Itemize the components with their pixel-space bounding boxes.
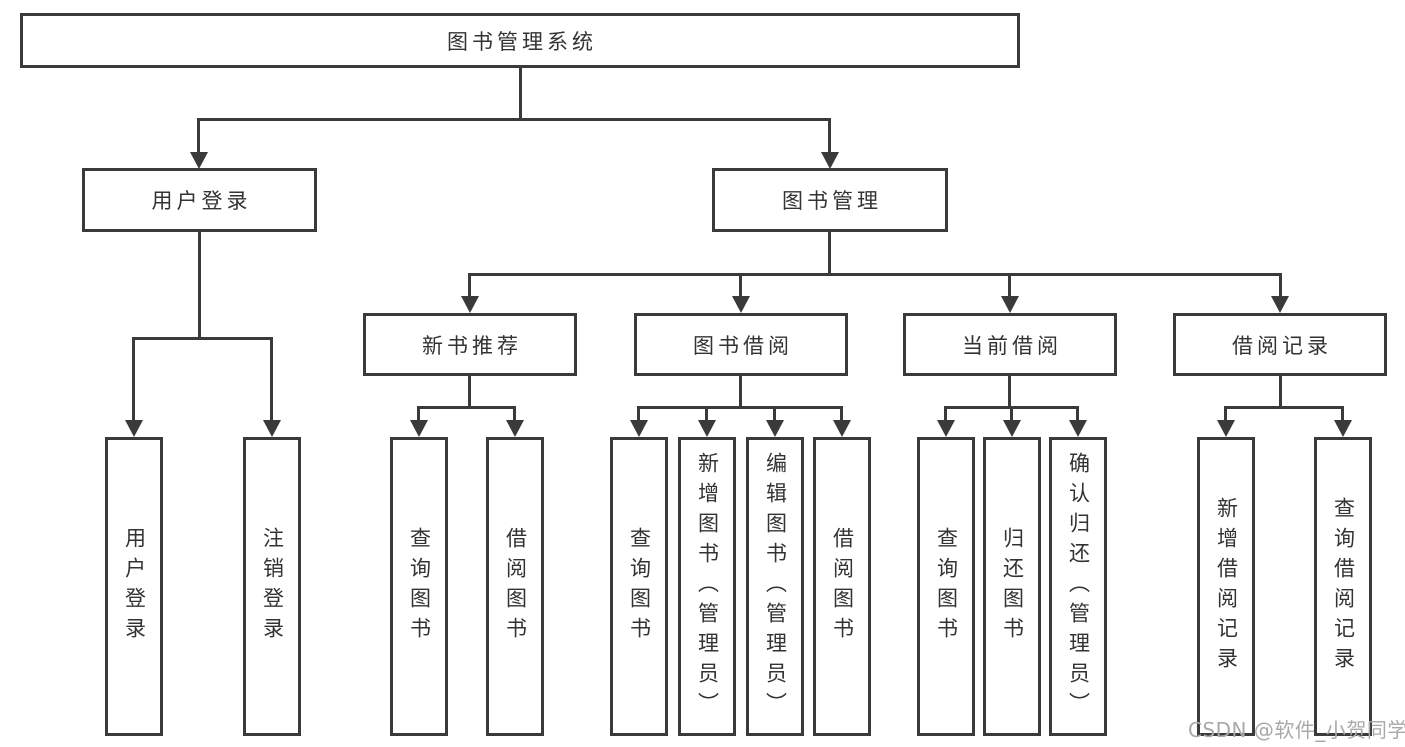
- node-current-borrow: 当前借阅: [903, 313, 1117, 376]
- connector-to-leaf: [773, 406, 776, 420]
- connector-new-book-rail: [417, 406, 516, 409]
- connector-to-book-borrow: [739, 273, 742, 296]
- arrow-down-icon: [410, 420, 428, 437]
- node-system-root: 图书管理系统: [20, 13, 1020, 68]
- connector-new-book-stem: [468, 376, 471, 406]
- arrow-down-icon: [937, 420, 955, 437]
- connector-to-leaf: [270, 337, 273, 420]
- leaf-add-book-admin: 新增图书（管理员）: [678, 437, 736, 736]
- arrow-down-icon: [125, 420, 143, 437]
- leaf-query-borrow-record: 查询借阅记录: [1314, 437, 1372, 736]
- connector-to-user-login: [197, 118, 200, 152]
- arrow-down-icon: [630, 420, 648, 437]
- node-new-book-recommend: 新书推荐: [363, 313, 577, 376]
- leaf-query-books-2: 查询图书: [610, 437, 668, 736]
- connector-borrow-records-stem: [1279, 376, 1282, 406]
- arrow-down-icon: [1217, 420, 1235, 437]
- connector-book-mgmt-stem: [828, 232, 831, 273]
- arrow-down-icon: [1001, 296, 1019, 313]
- connector-level1-rail: [197, 118, 831, 121]
- leaf-query-books-1: 查询图书: [390, 437, 448, 736]
- connector-to-borrow-records: [1279, 273, 1282, 296]
- arrow-down-icon: [698, 420, 716, 437]
- arrow-down-icon: [833, 420, 851, 437]
- connector-to-leaf: [1076, 406, 1079, 420]
- arrow-down-icon: [732, 296, 750, 313]
- connector-root-stem: [519, 68, 522, 118]
- node-user-login: 用户登录: [82, 168, 317, 232]
- arrow-down-icon: [766, 420, 784, 437]
- node-book-management: 图书管理: [712, 168, 948, 232]
- connector-to-leaf: [513, 406, 516, 420]
- connector-to-leaf: [132, 337, 135, 420]
- leaf-borrow-books-1: 借阅图书: [486, 437, 544, 736]
- node-borrow-records: 借阅记录: [1173, 313, 1387, 376]
- leaf-user-login: 用户登录: [105, 437, 163, 736]
- arrow-down-icon: [1069, 420, 1087, 437]
- leaf-edit-book-admin: 编辑图书（管理员）: [746, 437, 804, 736]
- arrow-down-icon: [1334, 420, 1352, 437]
- connector-to-leaf: [840, 406, 843, 420]
- node-book-borrow: 图书借阅: [634, 313, 848, 376]
- connector-user-login-stem: [198, 232, 201, 337]
- connector-book-borrow-rail: [637, 406, 843, 409]
- arrow-down-icon: [190, 152, 208, 169]
- leaf-logout: 注销登录: [243, 437, 301, 736]
- leaf-add-borrow-record: 新增借阅记录: [1197, 437, 1255, 736]
- connector-to-leaf: [417, 406, 420, 420]
- arrow-down-icon: [506, 420, 524, 437]
- leaf-confirm-return-admin: 确认归还（管理员）: [1049, 437, 1107, 736]
- connector-user-login-rail: [132, 337, 273, 340]
- connector-to-current-borrow: [1008, 273, 1011, 296]
- connector-to-leaf: [1341, 406, 1344, 420]
- connector-to-leaf: [637, 406, 640, 420]
- leaf-query-books-3: 查询图书: [917, 437, 975, 736]
- connector-to-leaf: [705, 406, 708, 420]
- arrow-down-icon: [1271, 296, 1289, 313]
- connector-borrow-records-rail: [1224, 406, 1344, 409]
- connector-to-leaf: [944, 406, 947, 420]
- connector-current-borrow-stem: [1008, 376, 1011, 406]
- connector-to-leaf: [1224, 406, 1227, 420]
- leaf-borrow-books-2: 借阅图书: [813, 437, 871, 736]
- arrow-down-icon: [263, 420, 281, 437]
- arrow-down-icon: [461, 296, 479, 313]
- connector-book-borrow-stem: [739, 376, 742, 406]
- arrow-down-icon: [1003, 420, 1021, 437]
- arrow-down-icon: [821, 152, 839, 169]
- connector-to-leaf: [1010, 406, 1013, 420]
- connector-to-book-management: [828, 118, 831, 152]
- connector-to-new-book: [468, 273, 471, 296]
- watermark: CSDN @软件_小贺同学: [1188, 718, 1405, 742]
- leaf-return-books: 归还图书: [983, 437, 1041, 736]
- connector-level2-rail: [468, 273, 1282, 276]
